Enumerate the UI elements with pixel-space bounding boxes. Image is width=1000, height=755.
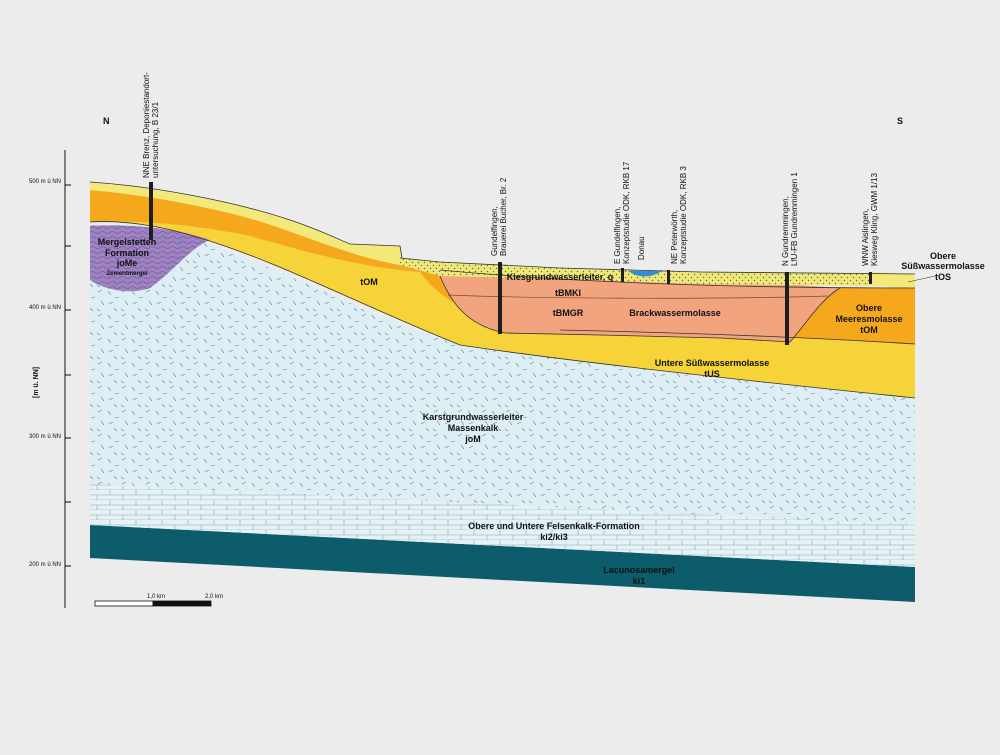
borehole-6-label-1: WNW Aislingen, (861, 209, 870, 266)
label-ki1-1: Lacunosamergel (603, 565, 675, 575)
layer-labels: Mergelstetten Formation joMe Zementmerge… (98, 236, 985, 586)
label-tom-left: tOM (360, 277, 378, 287)
label-brack: Brackwassermolasse (629, 308, 721, 318)
axis-label: [m ü. NN] (33, 367, 40, 398)
borehole-6 (869, 272, 872, 284)
borehole-2-label-2: Brauerei Bucher, Br. 2 (499, 177, 508, 256)
scale-label-2km: 2,0 km (205, 594, 223, 600)
label-tom-right-1: Obere (856, 303, 882, 313)
label-tbmgr: tBMGR (553, 308, 584, 318)
scale-label-1km: 1,0 km (147, 594, 165, 600)
borehole-3-label-2: Konzeptstudie ODK, RKB 17 (622, 161, 631, 264)
boreholes (149, 182, 872, 345)
borehole-4 (667, 270, 670, 284)
label-jom-2: Massenkalk (448, 423, 500, 433)
layer-jom (90, 225, 915, 525)
river-donau-water (628, 271, 662, 277)
borehole-5 (785, 272, 789, 345)
tick-500: 500 m ü NN (29, 179, 61, 185)
direction-north: N (103, 116, 110, 126)
scale-bar: 1,0 km 2,0 km (94, 594, 223, 607)
borehole-3-label-1: E Gundelfingen, (613, 207, 622, 264)
layer-tos (90, 182, 915, 288)
borehole-4-label-2: Konzeptstudie ODK, RKB 3 (679, 166, 688, 264)
label-jom-3: joM (464, 434, 481, 444)
label-tos-1: Obere (930, 251, 956, 261)
label-tus-2: tUS (704, 369, 720, 379)
layer-brackwassermolasse (440, 276, 840, 342)
layer-jome (90, 225, 210, 292)
label-ki23-2: ki2/ki3 (540, 532, 568, 542)
label-tus-1: Untere Süßwassermolasse (655, 358, 770, 368)
tick-400: 400 m ü NN (29, 305, 61, 311)
label-ki23-1: Obere und Untere Felsenkalk-Formation (468, 521, 640, 531)
tick-300: 300 m ü NN (29, 434, 61, 440)
borehole-5-label-2: LfU-FB Gundremmingen 1 (790, 172, 799, 266)
layer-outlines (89, 181, 916, 399)
borehole-6-label-2: Kiesweg Kling, GWM 1/13 (870, 173, 879, 266)
label-tbmki: tBMKI (555, 288, 581, 298)
label-jom-1: Karstgrundwasserleiter (423, 412, 524, 422)
layer-ki23 (90, 484, 915, 567)
borehole-1-label-1: NNE Brenz, Deponiestandort- (142, 72, 151, 178)
label-tom-right-2: Meeresmolasse (835, 314, 902, 324)
tick-200: 200 m ü NN (29, 562, 61, 568)
layer-ki1 (90, 525, 915, 602)
label-tos-2: Süßwassermolasse (901, 261, 985, 271)
borehole-2 (498, 262, 502, 334)
label-jome-2: Formation (105, 248, 149, 258)
borehole-3 (621, 268, 624, 282)
layer-tus (90, 221, 915, 398)
borehole-2-label-1: Gundelfingen, (490, 206, 499, 256)
borehole-1-label-2: untersuchung, B 23/1 (151, 101, 160, 178)
label-tos-3: tOS (935, 272, 951, 282)
label-tom-right-3: tOM (860, 325, 878, 335)
label-kies: Kiesgrundwasserleiter, q (507, 272, 614, 282)
label-ki1-2: ki1 (633, 576, 646, 586)
direction-south: S (897, 116, 903, 126)
borehole-labels: NNE Brenz, Deponiestandort- untersuchung… (142, 72, 879, 266)
borehole-4-label-1: NE Peterwörth, (670, 210, 679, 264)
label-jome-1: Mergelstetten (98, 237, 157, 247)
borehole-1 (149, 182, 153, 240)
tos-leader-line (907, 275, 936, 283)
depth-axis: 500 m ü NN 400 m ü NN 300 m ü NN 200 m ü… (29, 150, 71, 608)
borehole-5-label-1: N Gundremmingen, (781, 196, 790, 266)
label-jome-3: joMe (116, 258, 138, 268)
label-donau: Donau (637, 236, 646, 260)
label-jome-4: Zementmergel (106, 271, 147, 277)
